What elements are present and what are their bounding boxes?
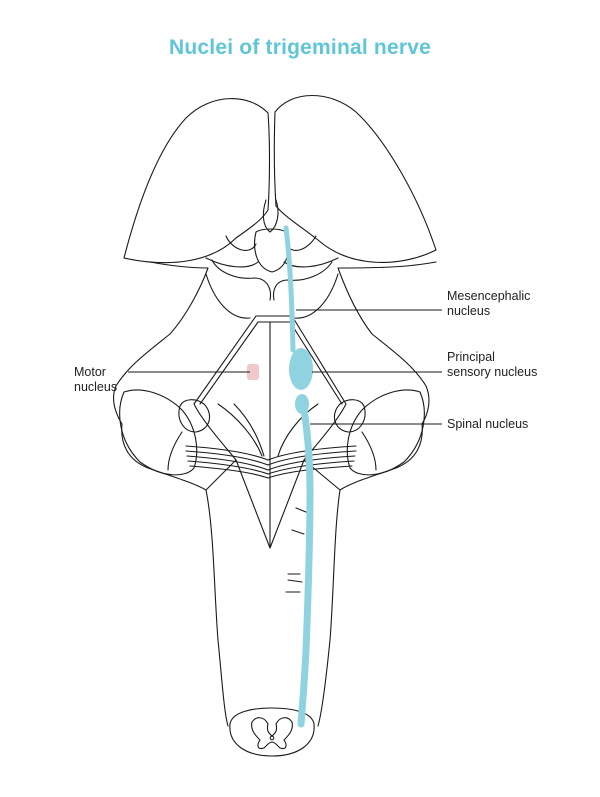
left-lobe-outline — [123, 98, 271, 264]
brainstem-outline — [113, 261, 229, 727]
label-mesencephalic-line1: Mesencephalic — [447, 289, 531, 303]
label-motor-line1: Motor — [74, 365, 106, 379]
principal-sensory-nucleus — [289, 348, 313, 390]
label-principal-line1: Principal — [447, 350, 495, 364]
label-motor-line2: nucleus — [74, 380, 118, 394]
label-mesencephalic-nucleus: Mesencephalic nucleus — [447, 289, 530, 319]
right-lobe-outline — [273, 94, 437, 263]
label-spinal-line1: Spinal nucleus — [447, 417, 529, 431]
mesencephalic-nucleus — [283, 225, 296, 353]
spinal-nucleus — [297, 394, 314, 728]
fourth-ventricle-outline — [193, 315, 347, 549]
trigeminal-nuclei — [247, 225, 314, 728]
label-principal-line2: sensory nucleus — [447, 365, 538, 379]
motor-nucleus — [247, 364, 259, 380]
label-mesencephalic-line2: nucleus — [447, 304, 491, 318]
label-principal-sensory-nucleus: Principal sensory nucleus — [447, 350, 537, 380]
spinal-cord-section — [229, 707, 315, 757]
pineal-outline — [262, 199, 279, 233]
label-motor-nucleus: Motor nucleus — [74, 365, 117, 395]
label-spinal-nucleus: Spinal nucleus — [447, 417, 528, 432]
diagram-title: Nuclei of trigeminal nerve — [169, 36, 431, 59]
